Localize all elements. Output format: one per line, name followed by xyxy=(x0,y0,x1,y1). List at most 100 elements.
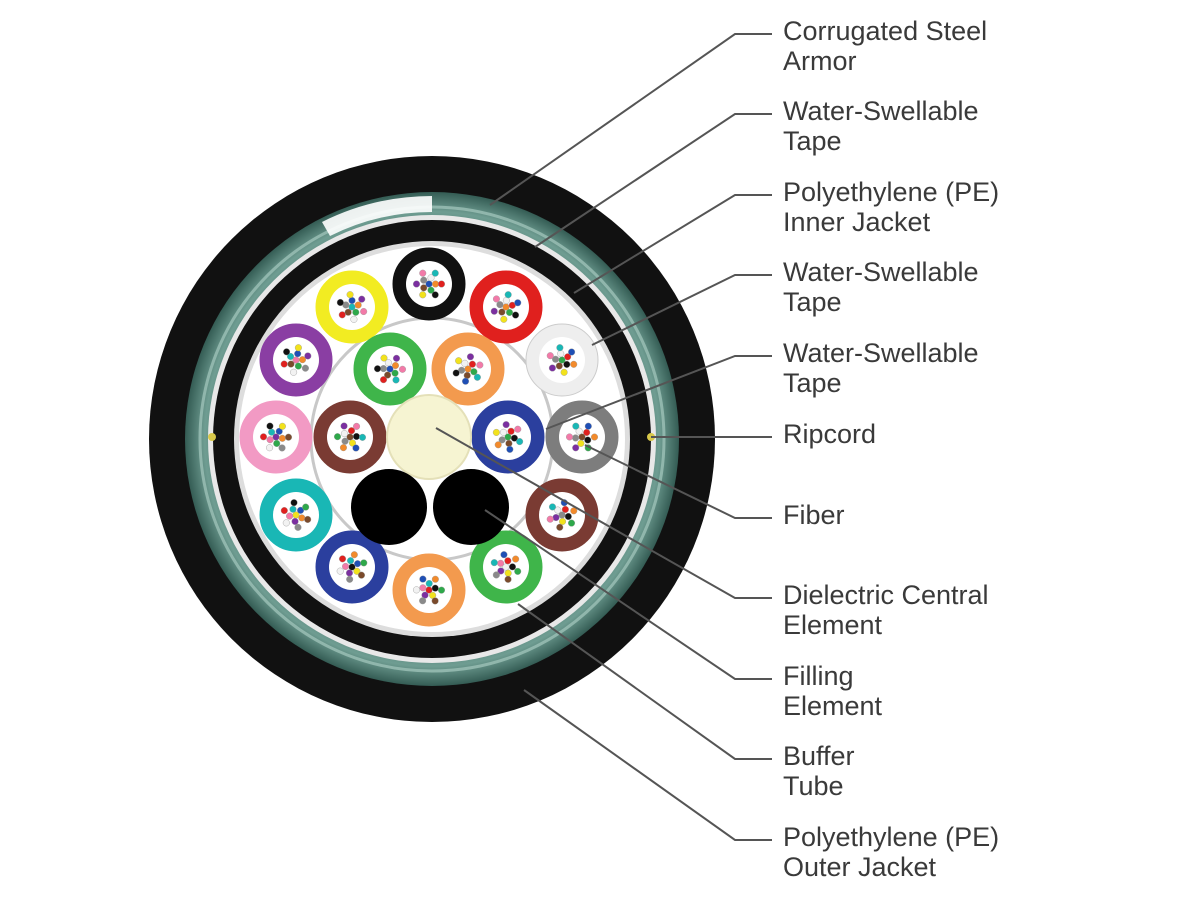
leader-line-tape-2 xyxy=(591,274,772,346)
label-line: Element xyxy=(783,691,883,721)
fiber xyxy=(590,433,598,441)
filling-element-right xyxy=(433,469,509,545)
fiber xyxy=(572,444,580,452)
label-line: Tube xyxy=(783,771,844,801)
fiber xyxy=(552,514,560,522)
fiber xyxy=(431,597,439,605)
fiber xyxy=(498,436,506,444)
fiber xyxy=(560,368,568,376)
label-line: Tape xyxy=(783,287,842,317)
fiber xyxy=(490,559,498,567)
fiber xyxy=(419,597,427,605)
fiber xyxy=(497,559,505,567)
fiber xyxy=(548,503,556,511)
fiber xyxy=(427,286,435,294)
filling-element-left xyxy=(351,469,427,545)
fiber xyxy=(462,377,470,385)
buffer-tube-orange xyxy=(431,332,505,406)
fiber xyxy=(413,280,421,288)
fiber xyxy=(568,348,576,356)
fiber xyxy=(514,299,522,307)
label-line: Polyethylene (PE) xyxy=(783,822,999,852)
fiber xyxy=(463,371,471,379)
fiber xyxy=(506,445,514,453)
buffer-tube-rose xyxy=(239,400,313,474)
fiber xyxy=(502,297,510,305)
fiber xyxy=(266,436,274,444)
fiber xyxy=(346,291,354,299)
fiber xyxy=(437,586,445,594)
fiber xyxy=(570,360,578,368)
buffer-tube-red xyxy=(469,270,543,344)
fiber xyxy=(419,269,427,277)
buffer-tube-yellow xyxy=(315,270,389,344)
label-outer-jacket: Polyethylene (PE) Outer Jacket xyxy=(783,822,1007,882)
fiber xyxy=(554,506,562,514)
fiber xyxy=(461,359,469,367)
label-water-swellable-tape-1: Water-Swellable Tape xyxy=(783,96,986,156)
fiber xyxy=(419,575,427,583)
fiber xyxy=(583,428,591,436)
fiber xyxy=(466,353,474,361)
label-line: Corrugated Steel xyxy=(783,16,987,46)
fiber xyxy=(497,567,505,575)
fiber xyxy=(392,354,400,362)
fiber xyxy=(546,352,554,360)
fiber xyxy=(555,362,563,370)
fiber xyxy=(287,352,295,360)
fiber xyxy=(380,354,388,362)
fiber xyxy=(431,291,439,299)
fiber xyxy=(556,523,564,531)
fiber xyxy=(468,360,476,368)
fiber xyxy=(298,514,306,522)
labels: Corrugated Steel Armor Water-Swellable T… xyxy=(783,16,1007,882)
fiber xyxy=(273,439,281,447)
fiber xyxy=(304,352,312,360)
fiber xyxy=(339,444,347,452)
fiber xyxy=(564,353,572,361)
fiber xyxy=(512,311,520,319)
fiber xyxy=(278,444,286,452)
leader-line-fiber xyxy=(584,444,772,519)
fiber xyxy=(290,499,298,507)
fiber xyxy=(514,567,522,575)
fiber xyxy=(301,364,309,372)
fiber xyxy=(492,571,500,579)
buffer-tube-white xyxy=(525,323,599,397)
fiber xyxy=(344,308,352,316)
fiber xyxy=(572,434,580,442)
fiber xyxy=(294,344,302,352)
fiber xyxy=(556,344,564,352)
label-water-swellable-tape-3: Water-Swellable Tape xyxy=(783,338,986,398)
fiber xyxy=(452,369,460,377)
leader-line-armor xyxy=(489,33,772,206)
fiber xyxy=(353,567,361,575)
fiber xyxy=(494,441,502,449)
fiber xyxy=(268,428,276,436)
fiber xyxy=(577,439,585,447)
fiber xyxy=(348,427,356,435)
fiber xyxy=(566,433,574,441)
fiber xyxy=(563,360,571,368)
fiber xyxy=(504,557,512,565)
fiber xyxy=(504,575,512,583)
buffer-tube-brown xyxy=(525,478,599,552)
fiber xyxy=(347,557,355,565)
buffer-tube-blue xyxy=(315,530,389,604)
fiber xyxy=(291,517,299,525)
central-elements xyxy=(351,394,509,545)
fiber xyxy=(506,308,514,316)
fiber xyxy=(413,586,421,594)
fiber xyxy=(346,575,354,583)
fiber xyxy=(431,269,439,277)
fiber xyxy=(398,365,406,373)
fiber xyxy=(280,360,288,368)
label-line: Element xyxy=(783,610,883,640)
fiber xyxy=(286,512,294,520)
fiber xyxy=(419,584,427,592)
fiber xyxy=(508,563,516,571)
fiber xyxy=(384,371,392,379)
fiber xyxy=(374,365,382,373)
fiber xyxy=(546,515,554,523)
fiber xyxy=(384,359,392,367)
